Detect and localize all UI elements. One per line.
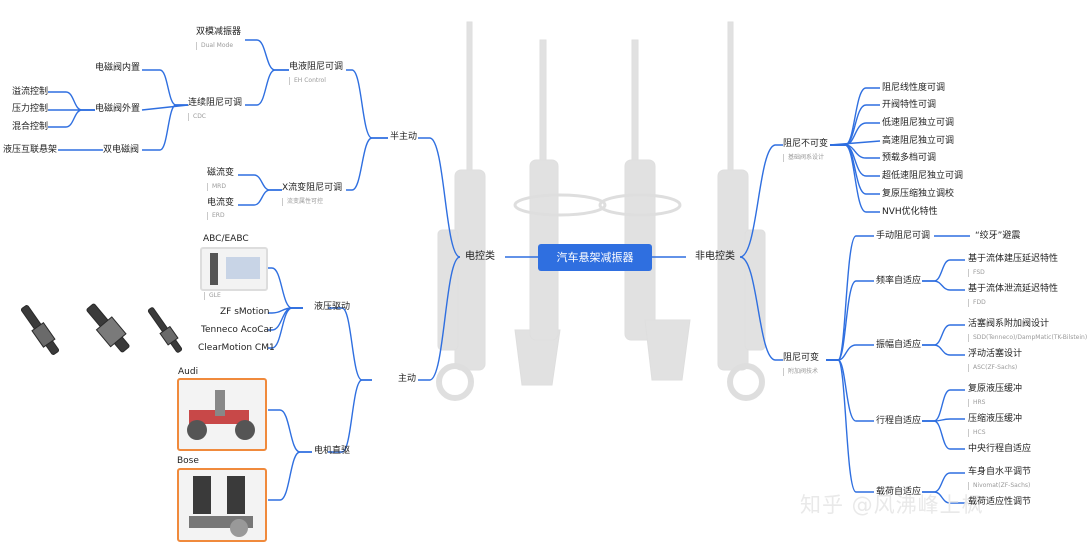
stroke-item[interactable]: 复原液压缓冲 [968, 384, 1022, 395]
node-dual-valve[interactable]: 双电磁阀 [103, 145, 139, 156]
node-variable-damping-sub: 附加阀技术 [783, 368, 818, 376]
node-motor-drive[interactable]: 电机直驱 [314, 446, 350, 457]
abc-photo [200, 247, 268, 291]
amp-item[interactable]: 浮动活塞设计 [968, 349, 1022, 360]
stroke-item-sub: HRS [968, 399, 986, 407]
fixed-item[interactable]: 高速阻尼独立可调 [882, 136, 954, 147]
node-load[interactable]: 载荷自适应 [876, 487, 921, 498]
freq-item-sub: FSD [968, 269, 985, 277]
node-dual-mode-sub: Dual Mode [196, 42, 233, 50]
node-manual-note[interactable]: “绞牙”避震 [975, 231, 1020, 242]
node-bose[interactable]: Bose [177, 456, 199, 467]
bose-photo [177, 468, 267, 542]
node-non-electronic[interactable]: 非电控类 [695, 251, 735, 262]
stroke-item-sub: HCS [968, 429, 986, 437]
node-active[interactable]: 主动 [398, 374, 416, 385]
amp-item-sub: ASC(ZF-Sachs) [968, 364, 1017, 372]
node-stroke[interactable]: 行程自适应 [876, 416, 921, 427]
node-x-rheology-sub: 流变属性可控 [282, 198, 323, 206]
node-erd-sub: ERD [207, 212, 225, 220]
node-freq[interactable]: 频率自适应 [876, 276, 921, 287]
node-pressure-control[interactable]: 压力控制 [12, 104, 48, 115]
node-eh-control[interactable]: 电液阻尼可调 [289, 62, 343, 73]
node-electronic[interactable]: 电控类 [465, 251, 495, 262]
node-mixed-control[interactable]: 混合控制 [12, 122, 48, 133]
stroke-item[interactable]: 中央行程自适应 [968, 444, 1031, 455]
node-zf-smotion[interactable]: ZF sMotion [220, 307, 269, 318]
node-cdc-sub: CDC [188, 113, 206, 121]
audi-photo [177, 378, 267, 451]
freq-item[interactable]: 基于流体建压延迟特性 [968, 254, 1058, 265]
fixed-item[interactable]: 低速阻尼独立可调 [882, 118, 954, 129]
freq-item[interactable]: 基于流体泄流延迟特性 [968, 284, 1058, 295]
fixed-item[interactable]: 开阀特性可调 [882, 100, 936, 111]
node-x-rheology[interactable]: X流变阻尼可调 [282, 183, 342, 194]
node-dual-mode[interactable]: 双模减振器 [196, 27, 241, 38]
root-node[interactable]: 汽车悬架减振器 [538, 244, 652, 271]
node-abc-sub: GLE [204, 292, 221, 300]
motor-suspension-icon [179, 380, 265, 449]
load-item-sub: Nivomat(ZF-Sachs) [968, 482, 1030, 490]
motor-suspension-icon [179, 470, 265, 540]
node-variable-damping[interactable]: 阻尼可变 [783, 353, 819, 364]
node-fixed-damping-sub: 基础阀系设计 [783, 154, 824, 162]
node-cdc[interactable]: 连续阻尼可调 [188, 98, 242, 109]
shock-absorber-illustration [438, 22, 765, 398]
node-eh-control-sub: EH Control [289, 77, 326, 85]
fixed-item[interactable]: NVH优化特性 [882, 207, 938, 218]
hydraulic-actuator-photo [18, 300, 185, 357]
node-abc-eabc[interactable]: ABC/EABC [203, 234, 249, 245]
node-fixed-damping[interactable]: 阻尼不可变 [783, 139, 828, 150]
node-semi-active[interactable]: 半主动 [390, 132, 417, 143]
node-erd[interactable]: 电流变 [207, 198, 234, 209]
fixed-item[interactable]: 阻尼线性度可调 [882, 83, 945, 94]
amp-item-sub: SDD(Tenneco)/DampMatic(TK-Bilstein) [968, 334, 1087, 342]
load-item[interactable]: 车身自水平调节 [968, 467, 1031, 478]
node-overflow-control[interactable]: 溢流控制 [12, 87, 48, 98]
node-mrd[interactable]: 磁流变 [207, 168, 234, 179]
fixed-item[interactable]: 预载多档可调 [882, 153, 936, 164]
freq-item-sub: FDD [968, 299, 986, 307]
fixed-item[interactable]: 复原压缩独立调校 [882, 189, 954, 200]
node-amp[interactable]: 振幅自适应 [876, 340, 921, 351]
node-tenneco-acocar[interactable]: Tenneco AcoCar [201, 325, 273, 336]
stroke-item[interactable]: 压缩液压缓冲 [968, 414, 1022, 425]
node-valve-inner[interactable]: 电磁阀内置 [95, 63, 140, 74]
node-valve-outer[interactable]: 电磁阀外置 [95, 104, 140, 115]
fixed-item[interactable]: 超低速阻尼独立可调 [882, 171, 963, 182]
node-clearmotion[interactable]: ClearMotion CM1 [198, 343, 275, 354]
node-mrd-sub: MRD [207, 183, 226, 191]
amp-item[interactable]: 活塞阀系附加阀设计 [968, 319, 1049, 330]
node-manual[interactable]: 手动阻尼可调 [876, 231, 930, 242]
node-hydraulic[interactable]: 液压驱动 [314, 302, 350, 313]
node-audi[interactable]: Audi [178, 367, 198, 378]
load-item[interactable]: 载荷适应性调节 [968, 497, 1031, 508]
shock-absorber-icon [202, 249, 266, 289]
node-hydro-link[interactable]: 液压互联悬架 [3, 145, 57, 156]
